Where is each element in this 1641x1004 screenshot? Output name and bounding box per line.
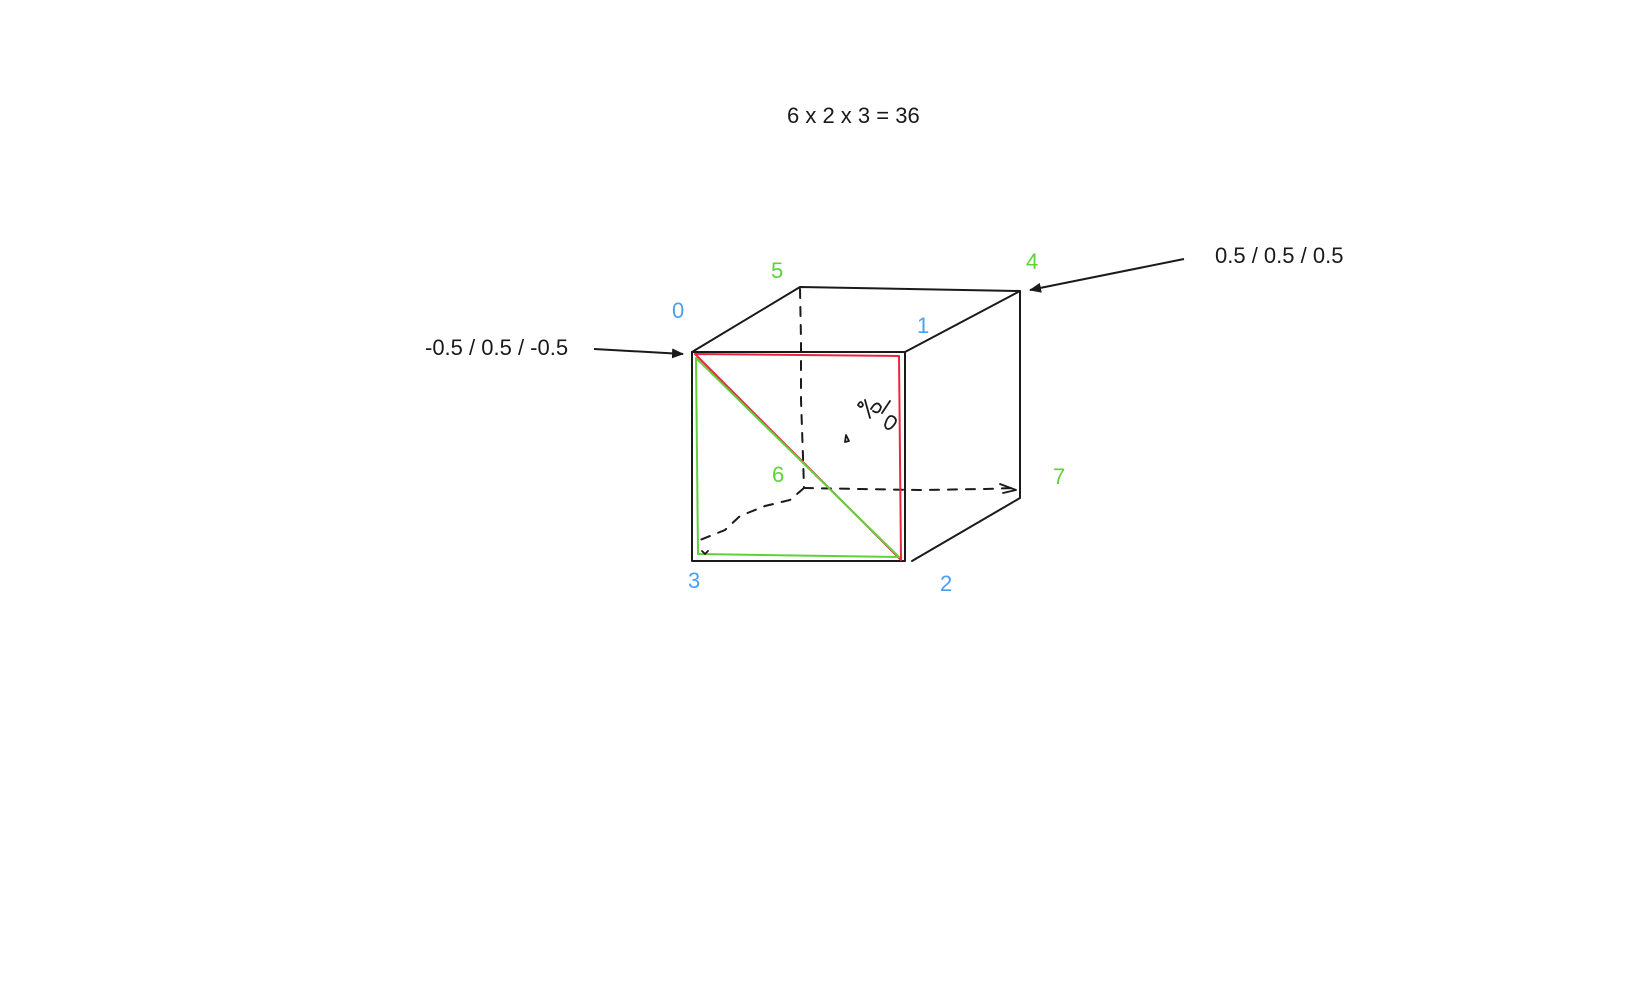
cube-top-face	[691, 286, 1021, 353]
vertex-label-4: 4	[1026, 249, 1038, 274]
vertex-label-5: 5	[771, 258, 783, 283]
vertex-label-6: 6	[772, 462, 784, 487]
formula-text: 6 x 2 x 3 = 36	[787, 103, 920, 128]
ink-dot	[844, 434, 850, 443]
dash-end-mark	[999, 483, 1017, 494]
cube-right-face	[911, 290, 1021, 562]
coord-label-vertex-0: -0.5 / 0.5 / -0.5	[425, 335, 568, 360]
vertex-label-7: 7	[1053, 464, 1065, 489]
hidden-edge-vertical	[799, 288, 805, 489]
cube-front-face	[691, 351, 906, 562]
vertex-label-2: 2	[940, 571, 952, 596]
vertex-label-0: 0	[672, 298, 684, 323]
hidden-edge-depth	[699, 487, 805, 541]
arrow-to-vertex-0	[593, 348, 684, 359]
vertex-label-3: 3	[688, 568, 700, 593]
hidden-edge-horizontal	[803, 487, 1016, 492]
vertex-label-1: 1	[917, 313, 929, 338]
corner-tick-mark	[701, 550, 709, 555]
coord-label-vertex-4: 0.5 / 0.5 / 0.5	[1215, 243, 1343, 268]
triangle-lower	[695, 357, 900, 558]
handwritten-scribble	[857, 399, 897, 430]
arrow-to-vertex-4	[1029, 258, 1185, 293]
